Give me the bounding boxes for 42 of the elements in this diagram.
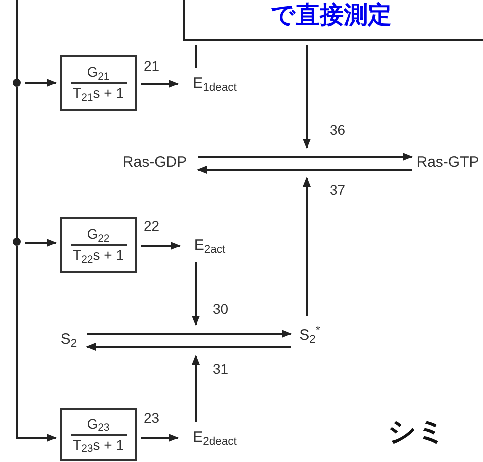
numerator: G$_{22}$ bbox=[87, 226, 110, 243]
connector-line bbox=[16, 0, 18, 79]
numerator: G$_{23}$ bbox=[87, 416, 110, 432]
arrow bbox=[197, 166, 412, 174]
edge-label: 37 bbox=[329, 182, 347, 198]
species-label: S$_{2}$ bbox=[60, 331, 78, 349]
species-label: Ras-GTP bbox=[416, 154, 480, 172]
arrow bbox=[87, 330, 292, 338]
transfer-function-block bbox=[60, 217, 137, 273]
heading-text: シミ bbox=[388, 416, 446, 448]
arrow bbox=[141, 80, 179, 88]
connector-line bbox=[16, 87, 18, 238]
edge-label: 36 bbox=[329, 122, 347, 138]
denominator: T$_{22}$s + 1 bbox=[73, 247, 124, 264]
connector-line bbox=[195, 45, 197, 68]
arrow bbox=[198, 153, 413, 161]
species-label: Ras-GDP bbox=[122, 154, 188, 172]
edge-label: 21 bbox=[143, 58, 161, 74]
edge-label: 31 bbox=[212, 361, 230, 377]
denominator: T$_{21}$s + 1 bbox=[73, 85, 124, 102]
transfer-function-block bbox=[60, 55, 137, 111]
arrow bbox=[86, 343, 291, 351]
denominator: T$_{23}$s + 1 bbox=[73, 436, 124, 454]
numerator: G$_{21}$ bbox=[87, 64, 110, 81]
species-label: E$_{1deact}$ bbox=[193, 75, 237, 93]
edge-label: 22 bbox=[143, 218, 161, 234]
arrow bbox=[25, 239, 57, 247]
arrow bbox=[141, 434, 179, 442]
arrow bbox=[192, 262, 200, 326]
species-label: E$_{2act}$ bbox=[194, 237, 226, 255]
edge-label: 30 bbox=[212, 301, 230, 317]
note-panel bbox=[183, 0, 483, 41]
arrow bbox=[16, 246, 57, 442]
arrow bbox=[141, 242, 181, 250]
panel-heading: で直接測定 bbox=[271, 2, 392, 30]
arrow bbox=[192, 355, 200, 422]
arrow bbox=[303, 177, 311, 316]
transfer-function-block bbox=[60, 408, 137, 461]
edge-label: 23 bbox=[143, 410, 161, 426]
arrow bbox=[303, 45, 311, 149]
arrow bbox=[25, 79, 57, 87]
species-label: E$_{2deact}$ bbox=[193, 429, 237, 447]
